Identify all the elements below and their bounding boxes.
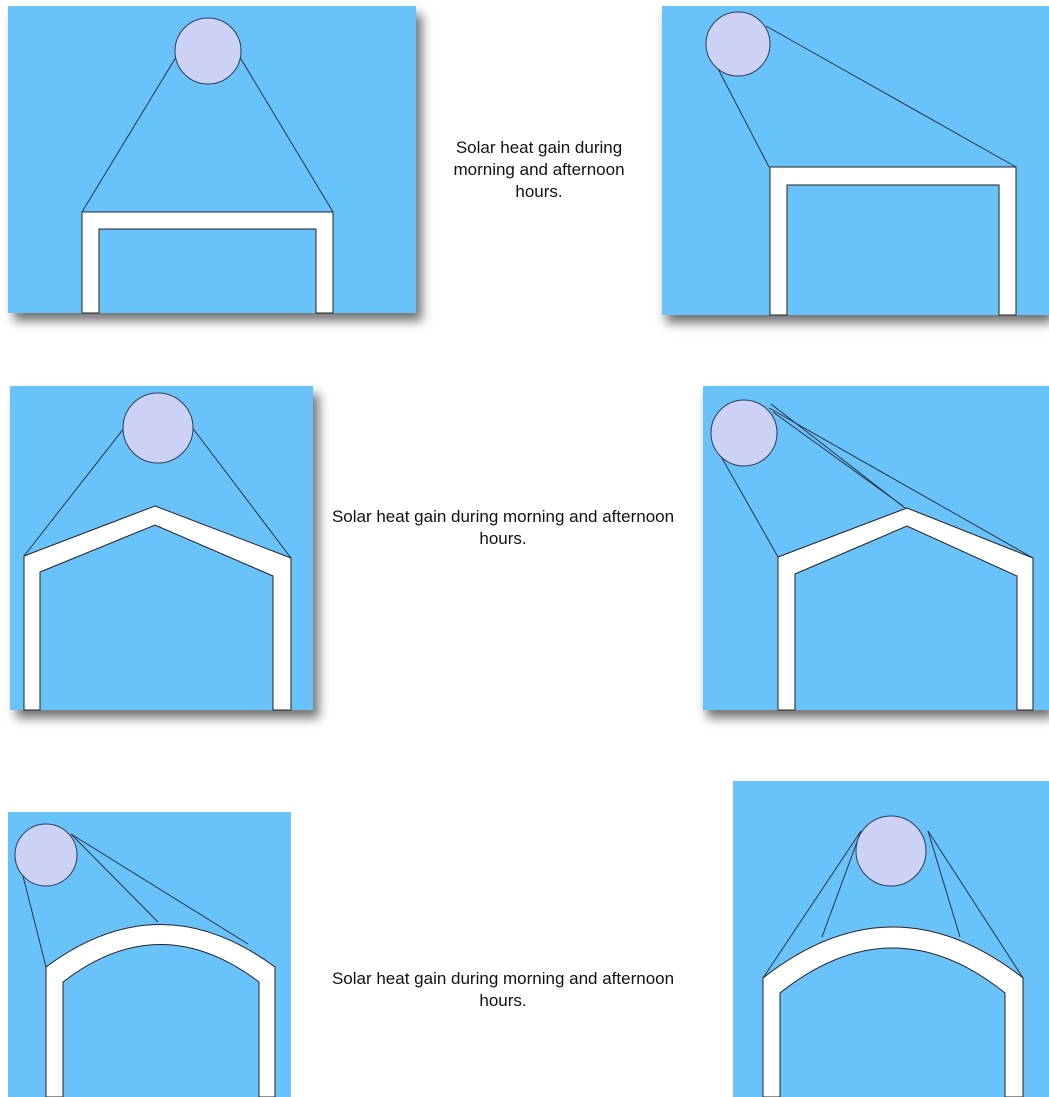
panel-flat-roof-morning [662,6,1049,315]
sun-icon [175,18,241,84]
caption-row-1: Solar heat gain during morning and after… [428,137,650,203]
flat-roof-morning-diagram [662,6,1049,315]
arched-roof-midday-diagram [733,781,1049,1097]
flat-roof-midday-diagram [8,6,416,313]
panel-flat-roof-midday [8,6,416,313]
caption-row-3: Solar heat gain during morning and after… [318,968,688,1012]
panel-gable-roof-midday [10,386,313,710]
panel-arched-roof-midday [733,781,1049,1097]
sun-icon [123,393,193,463]
sun-icon [706,12,770,76]
caption-row-2: Solar heat gain during morning and after… [318,506,688,550]
gable-roof-morning-diagram [703,386,1049,710]
sun-icon [15,824,77,886]
sun-icon [856,816,926,886]
panel-gable-roof-morning [703,386,1049,710]
gable-roof-midday-diagram [10,386,313,710]
sun-icon [711,400,777,466]
panel-arched-roof-morning [8,812,291,1097]
arched-roof-morning-diagram [8,812,291,1097]
